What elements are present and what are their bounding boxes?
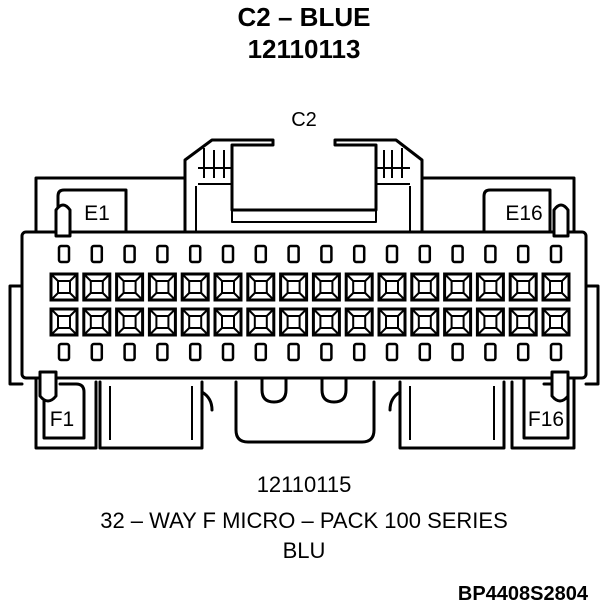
bottom-latch-center bbox=[234, 376, 376, 444]
terminal-cavity bbox=[344, 307, 374, 337]
latch-slot-bottom bbox=[484, 342, 497, 362]
latch-slot-bottom bbox=[90, 342, 104, 362]
terminal-cavity bbox=[82, 307, 112, 337]
terminal-cavity bbox=[311, 272, 341, 302]
terminal-cavity bbox=[410, 307, 440, 337]
terminal-cavity bbox=[213, 272, 243, 302]
latch-slot-bottom bbox=[385, 342, 399, 362]
terminal-cavity bbox=[279, 307, 309, 337]
latch-slot-bottom bbox=[254, 342, 268, 362]
latch-slot-bottom bbox=[123, 342, 136, 362]
cavity-tab-e16 bbox=[482, 188, 570, 238]
terminal-cavity bbox=[246, 307, 276, 337]
terminal-cavity bbox=[410, 272, 440, 302]
terminal-cavity bbox=[147, 272, 177, 302]
terminal-cavity bbox=[443, 307, 473, 337]
latch-slot-bottom bbox=[221, 342, 235, 362]
cavity-tab-f16 bbox=[522, 370, 570, 440]
terminal-cavity bbox=[49, 307, 79, 337]
latch-slot-top bbox=[156, 244, 169, 264]
terminal-cavity bbox=[508, 307, 538, 337]
cavity-label-e1: E1 bbox=[84, 202, 110, 225]
latch-slot-top bbox=[221, 244, 235, 264]
latch-slot-bottom bbox=[516, 342, 530, 362]
terminal-cavity bbox=[344, 272, 374, 302]
latch-slot-bottom bbox=[57, 342, 71, 362]
latch-slot-top bbox=[516, 244, 530, 264]
terminal-cavity bbox=[443, 272, 473, 302]
locking-tower-left bbox=[183, 138, 275, 185]
cavity-label-f1: F1 bbox=[50, 408, 75, 431]
latch-slot-top bbox=[123, 244, 136, 264]
connector-part-number: 12110113 bbox=[248, 34, 361, 64]
terminal-cavity bbox=[180, 272, 210, 302]
figure-code: BP4408S2804 bbox=[458, 583, 589, 605]
latch-slot-bottom bbox=[549, 342, 563, 362]
latch-slot-top bbox=[451, 244, 464, 264]
latch-housing-top bbox=[183, 176, 424, 234]
latch-slot-top bbox=[484, 244, 497, 264]
terminal-cavity bbox=[377, 307, 407, 337]
latch-slot-top bbox=[188, 244, 202, 264]
terminal-cavity bbox=[377, 272, 407, 302]
terminal-cavity bbox=[246, 272, 276, 302]
shell-top-right bbox=[420, 176, 576, 234]
cavity-tab-f1 bbox=[38, 370, 86, 440]
latch-slot-top bbox=[287, 244, 300, 264]
bottom-latch-right bbox=[388, 380, 506, 450]
terminal-cavity bbox=[147, 307, 177, 337]
cavity-label-f16: F16 bbox=[528, 408, 564, 431]
terminal-cavity bbox=[475, 307, 505, 337]
terminal-cavity bbox=[541, 307, 571, 337]
terminal-cavity bbox=[115, 272, 145, 302]
latch-slot-top bbox=[90, 244, 104, 264]
side-tab-right bbox=[584, 284, 600, 386]
latch-slot-top bbox=[549, 244, 563, 264]
terminal-cavity bbox=[508, 272, 538, 302]
latch-slot-top bbox=[418, 244, 432, 264]
latch-slot-bottom bbox=[287, 342, 300, 362]
terminal-cavity bbox=[475, 272, 505, 302]
locking-tower-right bbox=[333, 138, 424, 185]
latch-slot-bottom bbox=[352, 342, 366, 362]
latch-slot-bottom bbox=[156, 342, 169, 362]
connector-body bbox=[20, 230, 588, 380]
terminal-cavity bbox=[49, 272, 79, 302]
latch-slot-bottom bbox=[188, 342, 202, 362]
terminal-cavity bbox=[180, 307, 210, 337]
latch-slot-top bbox=[352, 244, 366, 264]
connector-title: C2 – BLUE bbox=[238, 2, 371, 32]
cavity-grid bbox=[49, 244, 571, 362]
footer-part-number: 12110115 bbox=[257, 472, 352, 497]
terminal-cavity bbox=[82, 272, 112, 302]
latch-slot-top bbox=[57, 244, 71, 264]
latch-slot-top bbox=[254, 244, 268, 264]
cavity-label-e16: E16 bbox=[505, 202, 542, 225]
latch-slot-top bbox=[320, 244, 333, 264]
shell-top-left bbox=[34, 176, 187, 234]
shell-bottom bbox=[34, 376, 576, 450]
footer-color-code: BLU bbox=[283, 538, 326, 563]
terminal-cavity bbox=[213, 307, 243, 337]
latch-slot-bottom bbox=[451, 342, 464, 362]
terminal-cavity bbox=[115, 307, 145, 337]
latch-slot-top bbox=[385, 244, 399, 264]
latch-slot-bottom bbox=[418, 342, 432, 362]
bottom-latch-left bbox=[98, 380, 214, 450]
side-tab-left bbox=[8, 284, 24, 386]
terminal-cavity bbox=[279, 272, 309, 302]
cavity-tab-e1 bbox=[54, 188, 128, 238]
latch-slot-bottom bbox=[320, 342, 333, 362]
connector-callout: C2 bbox=[291, 109, 317, 131]
footer-description: 32 – WAY F MICRO – PACK 100 SERIES bbox=[100, 508, 508, 533]
terminal-cavity bbox=[311, 307, 341, 337]
terminal-cavity bbox=[541, 272, 571, 302]
